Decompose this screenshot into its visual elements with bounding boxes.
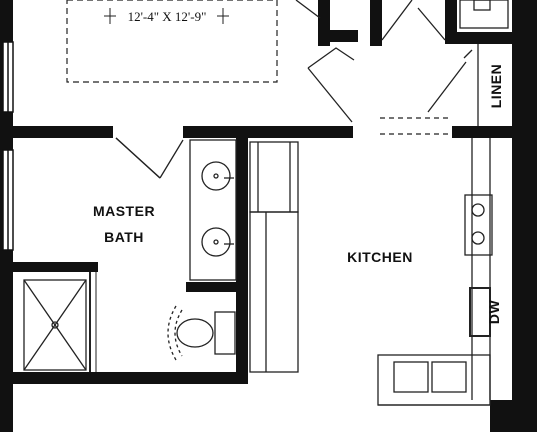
- closet-doors: [295, 0, 473, 135]
- kitchen-label: KITCHEN: [347, 249, 413, 265]
- bedroom-area: 12'-4" X 12'-9": [66, 0, 278, 83]
- bath-door: [115, 137, 184, 179]
- dishwasher-label: DW: [486, 300, 502, 325]
- linen-label: LINEN: [488, 64, 504, 109]
- linen-closet: LINEN: [477, 44, 504, 126]
- top-right-box: [459, 0, 509, 29]
- toilet: [167, 305, 236, 361]
- bedroom-dimensions: 12'-4" X 12'-9": [128, 9, 207, 24]
- shower: [23, 272, 97, 372]
- left-windows: [2, 41, 14, 251]
- kitchen-cabinets: [249, 138, 493, 406]
- vanity: [189, 139, 237, 281]
- master-bath-label-1: MASTER: [93, 203, 155, 219]
- master-bath-label-2: BATH: [104, 229, 144, 245]
